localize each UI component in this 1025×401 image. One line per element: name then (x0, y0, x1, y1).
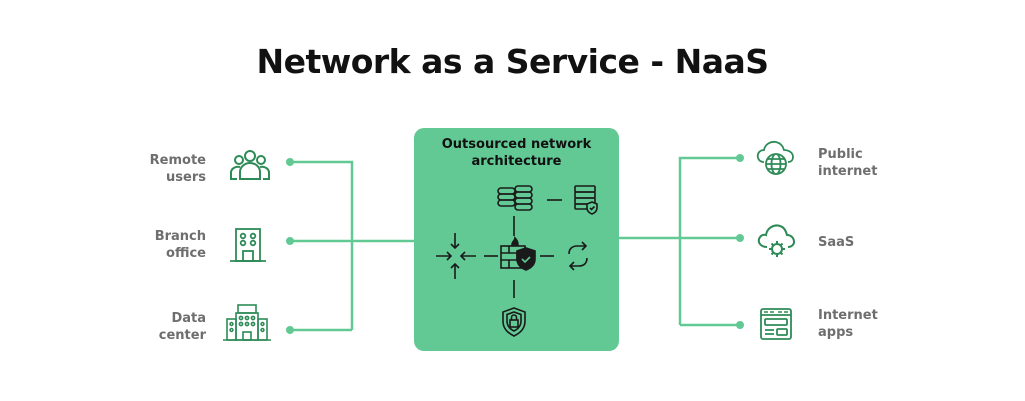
node-saas: SaaS (818, 234, 918, 251)
lock-shield-icon (502, 307, 526, 337)
dot-branch-office (286, 237, 294, 245)
box-title-line: architecture (471, 154, 562, 169)
connector-remote-users (290, 160, 354, 330)
datacenter-icon (223, 304, 271, 341)
box-icons (436, 185, 598, 337)
database-icon (497, 185, 533, 211)
label-line: apps (818, 325, 854, 340)
diagram-title: Network as a Service - NaaS (256, 42, 769, 81)
converge-arrows-icon (436, 233, 476, 279)
outsourced-network-box: Outsourced network architecture (414, 128, 619, 351)
dot-data-center (286, 326, 294, 334)
label-line: Data (171, 311, 206, 326)
label-line: users (166, 170, 206, 185)
dot-public-internet (736, 154, 744, 162)
label-line: office (166, 246, 206, 261)
label-line: Internet (818, 308, 878, 323)
dot-remote-users (286, 158, 294, 166)
node-internet-apps: Internet apps (818, 307, 918, 341)
box-title: Outsourced network architecture (414, 136, 619, 170)
node-branch-office: Branch office (116, 228, 206, 262)
firewall-shield-icon (500, 236, 536, 271)
node-public-internet: Public internet (818, 146, 918, 180)
label-line: internet (818, 164, 878, 179)
dot-saas (736, 234, 744, 242)
cloud-globe-icon (756, 140, 794, 175)
label-line: Remote (149, 153, 206, 168)
users-icon (230, 150, 270, 180)
sync-icon (568, 241, 588, 271)
secure-server-icon (574, 185, 598, 215)
box-title-line: Outsourced network (441, 137, 592, 152)
browser-app-icon (760, 308, 792, 340)
label-line: Branch (154, 229, 206, 244)
building-icon (230, 228, 266, 262)
node-data-center: Data center (116, 310, 206, 344)
label-line: Public (818, 147, 863, 162)
dot-internet-apps (736, 321, 744, 329)
node-remote-users: Remote users (116, 152, 206, 186)
label-line: SaaS (818, 235, 855, 250)
label-line: center (158, 328, 206, 343)
cloud-gear-icon (757, 224, 796, 257)
connector-public-internet (678, 156, 740, 325)
